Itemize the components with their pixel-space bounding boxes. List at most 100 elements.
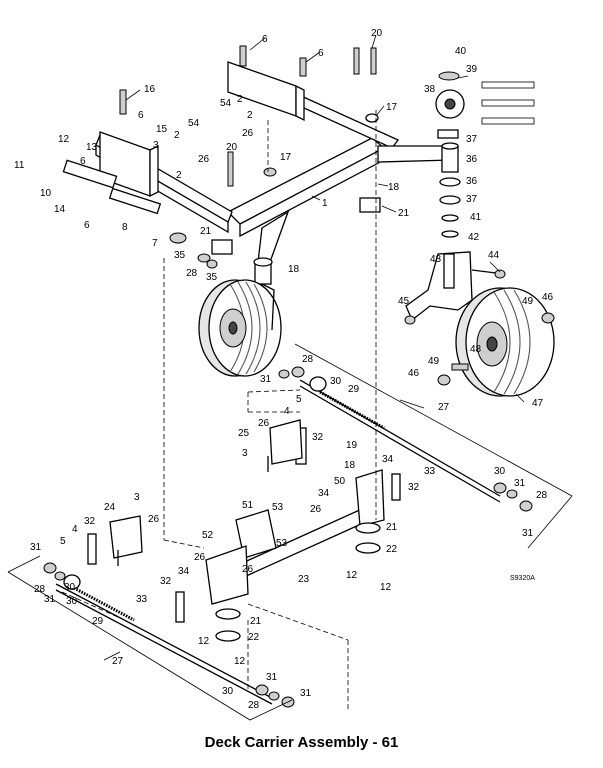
- callout-31: 31: [300, 688, 312, 699]
- callout-5: 5: [60, 536, 66, 547]
- lower-spring: [73, 586, 135, 622]
- callout-32: 32: [84, 516, 96, 527]
- callout-6: 6: [262, 34, 268, 45]
- right-caster-stack: [405, 71, 555, 397]
- diagram-caption: Deck Carrier Assembly - 61: [204, 734, 399, 751]
- callout-30: 30: [330, 376, 342, 387]
- callout-5: 5: [296, 394, 302, 405]
- callout-3: 3: [153, 140, 159, 151]
- callout-27: 27: [112, 656, 124, 667]
- callout-2: 2: [247, 110, 253, 121]
- callout-12: 12: [380, 582, 392, 593]
- callout-53: 53: [272, 502, 284, 513]
- callout-16: 16: [144, 84, 156, 95]
- callout-26: 26: [258, 418, 270, 429]
- callout-21: 21: [200, 226, 212, 237]
- callout-labels: 6 6 20 40 39 38 16 54 2 6 17 2 26 15 54 …: [14, 28, 554, 711]
- callout-31: 31: [514, 478, 526, 489]
- callout-35: 35: [206, 272, 218, 283]
- callout-17: 17: [280, 152, 292, 163]
- callout-32: 32: [408, 482, 420, 493]
- callout-27: 27: [438, 402, 450, 413]
- callout-23: 23: [298, 574, 310, 585]
- callout-20: 20: [371, 28, 383, 39]
- dashed-assembly-lines: [61, 110, 377, 712]
- callout-4: 4: [72, 524, 78, 535]
- callout-26: 26: [242, 128, 254, 139]
- callout-44: 44: [488, 250, 500, 261]
- callout-8: 8: [122, 222, 128, 233]
- callout-31: 31: [30, 542, 42, 553]
- carrier-frame: [62, 61, 453, 263]
- callout-36: 36: [466, 154, 478, 165]
- callout-30: 30: [222, 686, 234, 697]
- callout-30: 30: [494, 466, 506, 477]
- callout-35: 35: [174, 250, 186, 261]
- callout-39: 39: [466, 64, 478, 75]
- callout-6: 6: [80, 156, 86, 167]
- callout-31: 31: [44, 594, 56, 605]
- callout-21: 21: [250, 616, 262, 627]
- callout-32: 32: [160, 576, 172, 587]
- callout-54: 54: [220, 98, 232, 109]
- callout-17: 17: [386, 102, 398, 113]
- callout-12: 12: [346, 570, 358, 581]
- callout-6: 6: [138, 110, 144, 121]
- callout-18: 18: [288, 264, 300, 275]
- callout-2: 2: [237, 94, 243, 105]
- callout-19: 19: [346, 440, 358, 451]
- callout-46: 46: [542, 292, 554, 303]
- callout-21: 21: [398, 208, 410, 219]
- callout-24: 24: [104, 502, 116, 513]
- callout-47: 47: [532, 398, 544, 409]
- callout-6: 6: [318, 48, 324, 59]
- callout-33: 33: [424, 466, 436, 477]
- callout-6: 6: [84, 220, 90, 231]
- callout-18: 18: [388, 182, 400, 193]
- callout-7: 7: [152, 238, 158, 249]
- callout-3: 3: [134, 492, 140, 503]
- callout-28: 28: [34, 584, 46, 595]
- callout-29: 29: [92, 616, 104, 627]
- callout-49: 49: [428, 356, 440, 367]
- callout-22: 22: [248, 632, 260, 643]
- callout-50: 50: [334, 476, 346, 487]
- callout-37: 37: [466, 134, 478, 145]
- callout-12: 12: [198, 636, 210, 647]
- deck-carrier-arms: [55, 379, 501, 705]
- callout-25: 25: [238, 428, 250, 439]
- callout-42: 42: [468, 232, 480, 243]
- part-27-outlines: [7, 343, 573, 721]
- callout-10: 10: [40, 188, 52, 199]
- callout-11: 11: [14, 160, 25, 171]
- hardware: [43, 45, 555, 708]
- callout-31: 31: [522, 528, 534, 539]
- callout-12: 12: [58, 134, 70, 145]
- callout-14: 14: [54, 204, 66, 215]
- callout-51: 51: [242, 500, 254, 511]
- callout-29: 29: [348, 384, 360, 395]
- callout-45: 45: [398, 296, 410, 307]
- callout-37: 37: [466, 194, 478, 205]
- callout-13: 13: [86, 142, 98, 153]
- callout-52: 52: [202, 530, 214, 541]
- callout-34: 34: [382, 454, 394, 465]
- callout-26: 26: [242, 564, 254, 575]
- callout-S9320A: S9320A: [510, 575, 535, 582]
- callout-33: 33: [136, 594, 148, 605]
- callout-18: 18: [344, 460, 356, 471]
- callout-1: 1: [322, 198, 328, 209]
- callout-2: 2: [174, 130, 180, 141]
- left-caster-wheel: [198, 257, 282, 377]
- callout-54: 54: [188, 118, 200, 129]
- callout-41: 41: [470, 212, 482, 223]
- callout-48: 48: [470, 344, 482, 355]
- callout-28: 28: [536, 490, 548, 501]
- callout-12: 12: [234, 656, 246, 667]
- callout-46: 46: [408, 368, 420, 379]
- callout-40: 40: [455, 46, 467, 57]
- callout-21: 21: [386, 522, 398, 533]
- callout-31: 31: [266, 672, 278, 683]
- callout-43: 43: [430, 254, 442, 265]
